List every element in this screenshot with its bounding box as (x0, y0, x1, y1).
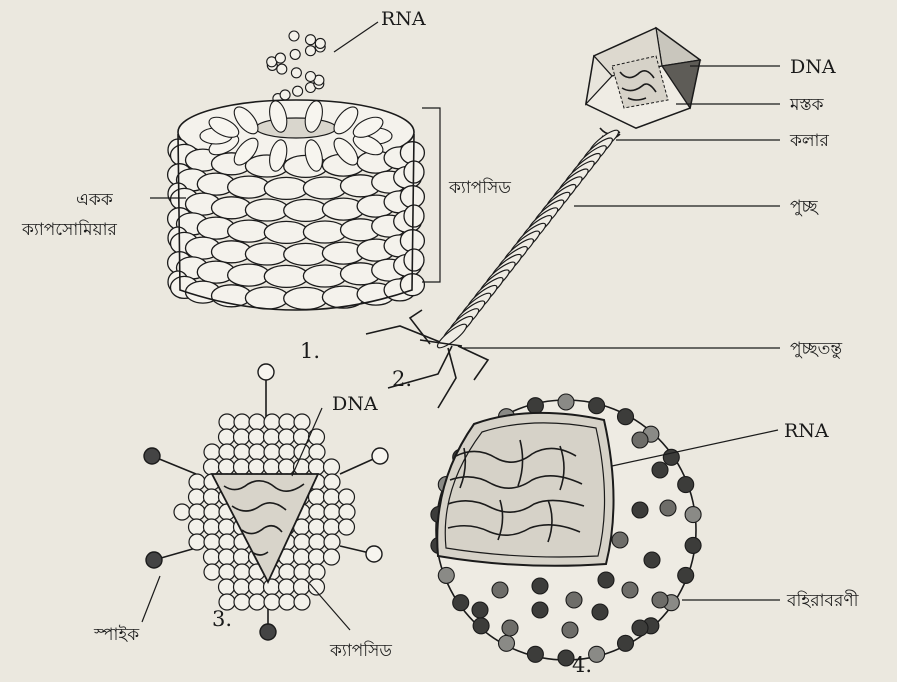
envelope-label: বহিরাবরণী (786, 590, 860, 611)
tail-label: পুচ্ছ (790, 197, 820, 217)
head-label: মস্তক (789, 95, 825, 115)
spike-leader (142, 576, 160, 622)
capsid-leader-fig3 (310, 584, 350, 630)
figure-4-number: 4. (572, 653, 592, 677)
capsid-label-fig1: ক্যাপসিড (448, 177, 511, 198)
rna-label-fig4: RNA (784, 420, 829, 442)
cutaway-section (437, 413, 613, 566)
figure-4-enveloped-virus: RNA বহিরাবরণী 4. (431, 394, 860, 677)
phage-tail-sheath (435, 127, 622, 351)
figure-3-icosahedral-virus: DNA স্পাইক ক্যাপসিড 3. (93, 364, 392, 661)
figure-3-number: 3. (212, 607, 232, 631)
figure-1-number: 1. (300, 339, 320, 363)
dna-label-fig2: DNA (790, 56, 836, 78)
dna-label-fig3: DNA (332, 393, 378, 415)
figure-2-bacteriophage: DNA মস্তক কলার পুচ্ছ পুচ্ছতন্তু 2. (366, 28, 842, 408)
rna-leader-fig1 (334, 22, 378, 52)
capsid-cylinder (168, 99, 425, 310)
collar-label: কলার (789, 131, 829, 151)
figure-2-number: 2. (392, 367, 412, 391)
capsomere-label-line2: ক্যাপসোমিয়ার (21, 219, 118, 240)
tail-fiber-label: পুচ্ছতন্তু (790, 339, 842, 359)
phage-head (586, 28, 700, 128)
rna-label-fig1: RNA (381, 8, 426, 30)
figure-1-helical-virus: RNA ক্যাপসিড একক ক্যাপসোমিয়ার 1. (21, 8, 511, 363)
spike-label: স্পাইক (93, 625, 140, 645)
capsomere-label-line1: একক (76, 190, 114, 210)
capsid-label-fig3: ক্যাপসিড (329, 640, 392, 661)
